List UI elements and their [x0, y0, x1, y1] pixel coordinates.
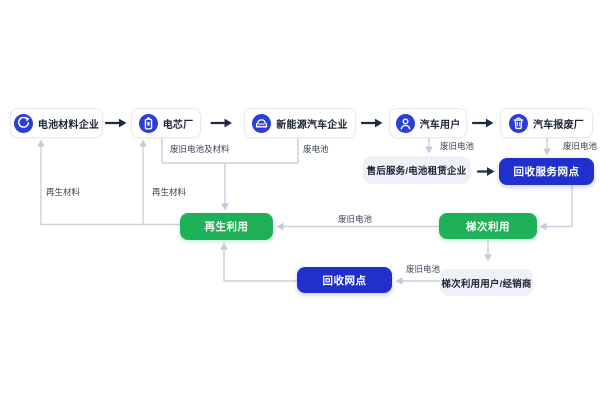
node-car-user: 汽车用户: [389, 108, 467, 138]
node-after-sales-leasing: 售后服务/电池租赁企业: [363, 156, 470, 184]
node-label: 电池材料企业: [37, 119, 100, 131]
node-battery-material-company: 电池材料企业: [10, 108, 103, 138]
edge-label-recycled-material-left: 再生材料: [46, 187, 81, 197]
trash-icon: [509, 113, 528, 133]
node-cascade-users-dealers: 梯次利用用户/经销商: [440, 269, 533, 296]
node-label: 新能源汽车企业: [276, 119, 348, 131]
edge-label-waste-batteries-and-materials: 废旧电池及材料: [170, 144, 230, 154]
edge-label-waste-old-battery-user: 废旧电池: [440, 141, 475, 151]
node-cell-factory: 电芯厂: [131, 108, 201, 138]
battery-icon: [138, 113, 158, 133]
node-regeneration-use: 再生利用: [180, 213, 273, 240]
edge-label-waste-old-battery-scrap: 废旧电池: [563, 141, 598, 151]
node-recycling-service-outlet: 回收服务网点: [499, 158, 594, 185]
edge-label-waste-old-battery-cascade: 废旧电池: [338, 214, 373, 224]
node-recycling-outlet: 回收网点: [297, 267, 392, 293]
node-car-scrap-factory: 汽车报废厂: [500, 108, 593, 138]
edge-label-recycled-material-right: 再生材料: [152, 187, 187, 197]
node-label: 汽车报废厂: [533, 119, 584, 131]
edge-label-waste-old-battery-dealer: 废旧电池: [406, 264, 441, 274]
recycle-icon: [13, 113, 33, 133]
edge-label-waste-battery: 废电池: [303, 144, 329, 154]
node-nev-company: 新能源汽车企业: [244, 108, 356, 138]
node-cascade-use: 梯次利用: [439, 213, 537, 239]
node-label: 电芯厂: [162, 119, 194, 131]
user-icon: [395, 113, 415, 133]
node-label: 汽车用户: [419, 119, 461, 131]
car-icon: [252, 113, 272, 133]
